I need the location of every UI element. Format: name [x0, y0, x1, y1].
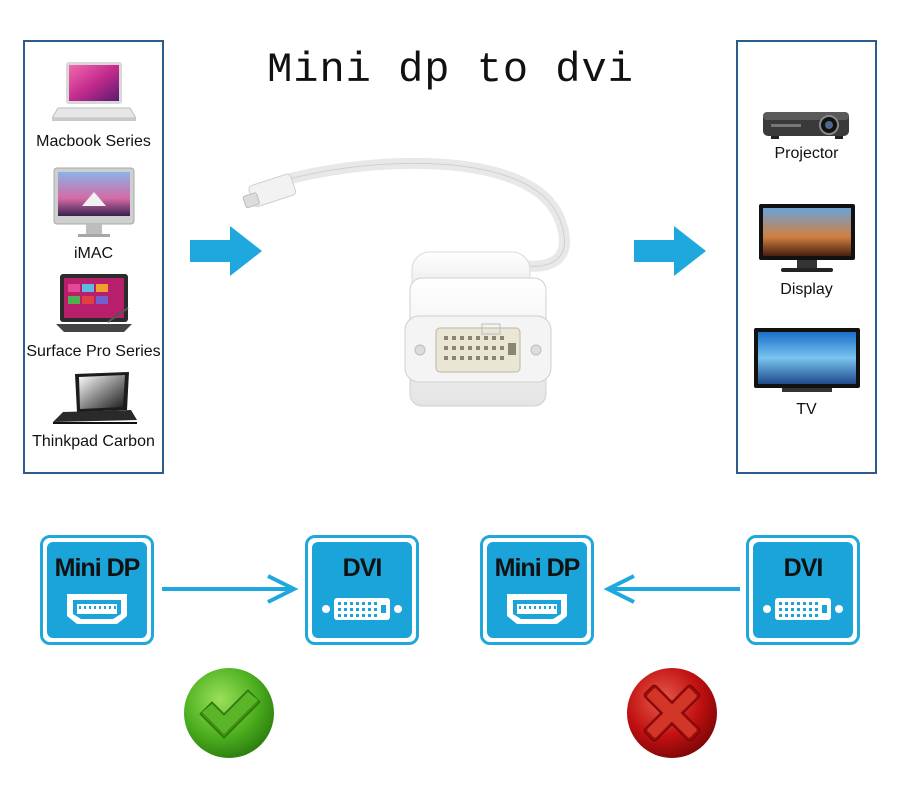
connection-arrow-left-icon [603, 574, 740, 604]
tile-label: DVI [342, 554, 383, 582]
source-device-thinkpad: Thinkpad Carbon [25, 370, 162, 451]
mini-dp-port-icon [507, 594, 567, 624]
mini-dp-port-icon [67, 594, 127, 624]
dvi-tile: DVI [746, 535, 860, 645]
tile-label: Mini DP [54, 554, 141, 582]
dvi-port-icon [322, 598, 402, 620]
tile-label: DVI [783, 554, 824, 582]
device-label: Display [780, 281, 833, 298]
checkmark-icon [184, 668, 274, 758]
connection-arrow-right-icon [162, 574, 299, 604]
target-device-projector: Projector [738, 106, 875, 163]
source-device-macbook: Macbook Series [25, 56, 162, 151]
source-devices-panel: Macbook Series iMAC Surface Pro Series [23, 40, 164, 474]
mini-dp-tile: Mini DP [480, 535, 594, 645]
source-device-surface: Surface Pro Series [25, 272, 162, 361]
dvi-port-icon [763, 598, 843, 620]
projector-icon [762, 112, 849, 139]
source-device-imac: iMAC [25, 166, 162, 263]
target-device-tv: TV [738, 326, 875, 419]
laptop-icon [52, 372, 137, 424]
cross-icon [627, 668, 717, 758]
flow-arrow-right-icon [190, 226, 262, 276]
mini-dp-tile: Mini DP [40, 535, 154, 645]
device-label: TV [796, 401, 817, 418]
device-label: Projector [774, 145, 839, 162]
device-label: Thinkpad Carbon [32, 433, 155, 450]
tablet-icon [55, 274, 132, 332]
laptop-icon [50, 62, 137, 121]
dvi-tile: DVI [305, 535, 419, 645]
tv-icon [753, 328, 860, 392]
device-label: Surface Pro Series [26, 343, 161, 360]
target-device-display: Display [738, 202, 875, 299]
imac-icon [53, 167, 134, 237]
adapter-illustration [242, 157, 570, 407]
device-label: Macbook Series [36, 133, 151, 150]
flow-arrow-right-icon [634, 226, 706, 276]
target-devices-panel: Projector Display TV [736, 40, 877, 474]
device-label: iMAC [73, 245, 114, 262]
tile-label: Mini DP [494, 554, 581, 582]
page-title: Mini dp to dvi [267, 46, 634, 94]
monitor-icon [758, 204, 855, 272]
